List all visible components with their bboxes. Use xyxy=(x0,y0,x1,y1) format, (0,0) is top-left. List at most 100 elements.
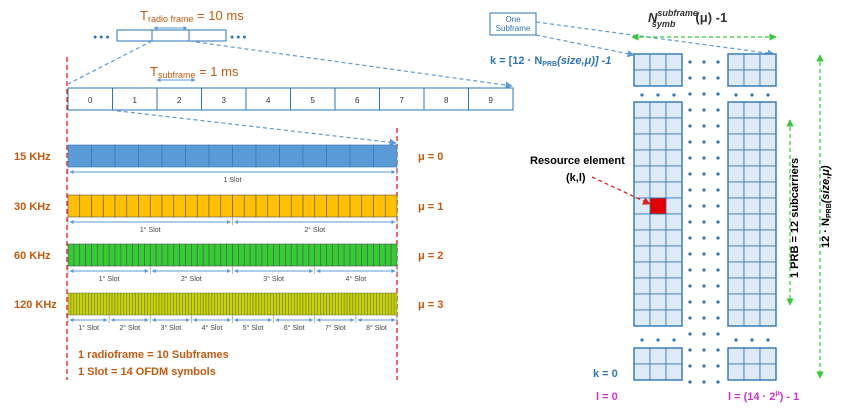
grid-cell xyxy=(759,309,777,327)
slot-label: 2° Slot xyxy=(181,275,202,283)
grid-cell xyxy=(633,181,651,199)
ellipsis-dot xyxy=(688,188,692,192)
ofdm-symbol xyxy=(205,292,210,316)
grid-cell xyxy=(649,101,667,119)
grid-cell xyxy=(665,165,683,183)
radio-frame-prev xyxy=(116,29,153,42)
mu-label: μ = 2 xyxy=(418,250,443,262)
grid-cell xyxy=(743,197,761,215)
ofdm-symbol xyxy=(196,243,204,267)
ofdm-symbol xyxy=(202,243,210,267)
grid-cell xyxy=(727,309,745,327)
ellipsis-dot xyxy=(716,60,720,64)
ofdm-symbol xyxy=(120,243,128,267)
grid-cell xyxy=(759,363,777,381)
ofdm-symbol xyxy=(208,292,213,316)
zoom-line-right xyxy=(188,40,513,89)
ofdm-symbol xyxy=(105,292,110,316)
ofdm-symbol xyxy=(273,243,280,267)
ofdm-symbol xyxy=(279,144,304,168)
ofdm-symbol xyxy=(308,292,313,316)
ellipsis-dot xyxy=(716,380,720,384)
grid-block-bottom-right xyxy=(727,347,777,381)
ofdm-symbol xyxy=(91,144,116,168)
ofdm-symbol xyxy=(158,292,163,316)
ellipsis-dot xyxy=(702,268,706,272)
grid-cell xyxy=(633,69,651,87)
grid-cell xyxy=(633,133,651,151)
ofdm-symbol xyxy=(358,292,362,316)
subframe-label: Tsubframe = 1 ms xyxy=(150,64,239,80)
ofdm-symbol xyxy=(276,292,280,316)
ofdm-symbol xyxy=(241,292,245,316)
grid-block-middle-left xyxy=(633,101,683,327)
subframe-index: 2 xyxy=(177,96,182,105)
ofdm-symbol xyxy=(270,292,274,316)
ellipsis-dot xyxy=(702,108,706,112)
ofdm-symbol xyxy=(185,144,210,168)
grid-cell xyxy=(743,53,761,71)
grid-cell xyxy=(665,181,683,199)
grid-cell xyxy=(633,261,651,279)
grid-cell xyxy=(743,229,761,247)
ellipsis-dot xyxy=(702,300,706,304)
grid-block-border xyxy=(633,347,683,381)
ellipsis-dot xyxy=(702,220,706,224)
ofdm-symbol xyxy=(291,292,295,316)
grid-cell xyxy=(727,363,745,381)
ofdm-symbol xyxy=(373,292,377,316)
ofdm-symbol xyxy=(390,243,398,267)
ofdm-symbol xyxy=(293,292,298,316)
subcarrier-spacing-label: 15 KHz xyxy=(14,151,51,163)
ofdm-symbol xyxy=(332,292,336,316)
ofdm-symbol xyxy=(255,292,260,316)
ofdm-symbol xyxy=(73,292,78,316)
ofdm-symbol xyxy=(217,292,221,316)
ofdm-symbol xyxy=(114,292,119,316)
grid-cell xyxy=(759,197,777,215)
ellipsis-dot xyxy=(716,204,720,208)
ofdm-symbol xyxy=(326,292,330,316)
ofdm-symbol xyxy=(370,292,374,316)
slot-label: 5° Slot xyxy=(243,324,264,332)
ofdm-symbol xyxy=(349,243,357,267)
ofdm-symbol xyxy=(340,292,345,316)
ellipsis-dot xyxy=(750,93,754,97)
grid-cell xyxy=(759,69,777,87)
ellipsis-dot xyxy=(688,364,692,368)
subframe-index: 8 xyxy=(444,96,449,105)
grid-block-border xyxy=(727,347,777,381)
grid-cell xyxy=(727,245,745,263)
grid-cell xyxy=(743,309,761,327)
grid-cell xyxy=(633,197,651,215)
ellipsis-dot xyxy=(672,338,676,342)
ofdm-symbol xyxy=(191,292,195,316)
grid-cell xyxy=(649,363,667,381)
grid-cell xyxy=(743,69,761,87)
grid-block-top-left xyxy=(633,53,683,87)
slot-label: 4° Slot xyxy=(346,275,367,283)
ellipsis-dot xyxy=(702,252,706,256)
ofdm-symbol xyxy=(382,292,386,316)
grid-cell xyxy=(743,245,761,263)
ellipsis-dot xyxy=(716,332,720,336)
ofdm-symbol xyxy=(76,292,80,316)
grid-cell xyxy=(665,293,683,311)
grid-cell xyxy=(665,245,683,263)
ellipsis-dot xyxy=(766,93,770,97)
grid-cell xyxy=(665,53,683,71)
ofdm-symbol xyxy=(290,243,298,267)
ofdm-symbol xyxy=(258,292,263,316)
slot-label: 1° Slot xyxy=(78,324,99,332)
grid-cell xyxy=(727,181,745,199)
grid-cell xyxy=(649,53,667,71)
ofdm-symbol xyxy=(144,292,148,316)
ofdm-symbol xyxy=(355,292,360,316)
grid-cell xyxy=(649,117,667,135)
grid-cell xyxy=(665,197,683,215)
ofdm-symbol xyxy=(290,194,304,218)
grid-cell xyxy=(743,363,761,381)
ofdm-symbol xyxy=(232,292,236,316)
ofdm-symbol xyxy=(226,243,233,267)
ofdm-symbol xyxy=(91,292,95,316)
